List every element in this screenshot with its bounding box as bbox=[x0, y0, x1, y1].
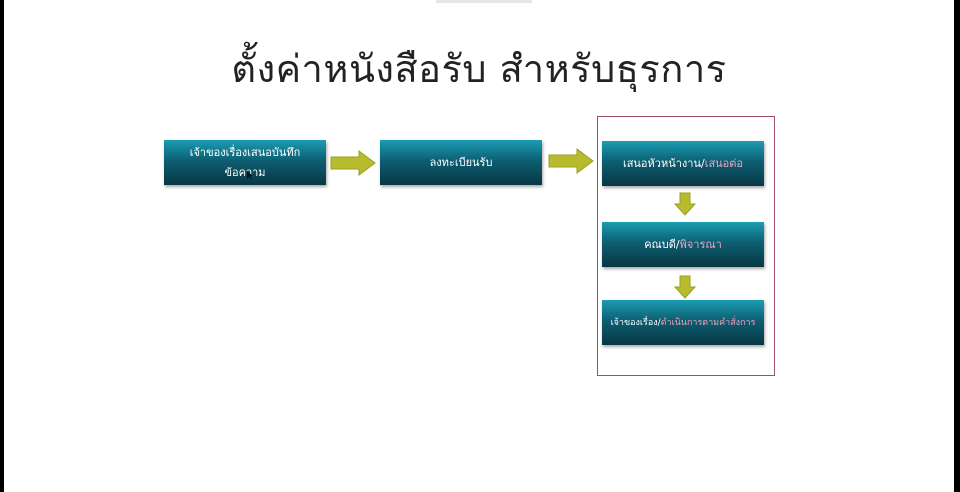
top-edge-mark bbox=[436, 0, 532, 3]
step-dean-label: คณบดี/ bbox=[644, 237, 680, 251]
right-arrow-icon bbox=[330, 150, 376, 176]
flow-step-owner-execute: เจ้าของเรื่อง/ดำเนินการตามคำสั่งการ bbox=[602, 300, 764, 345]
step-submit-memo-line1: เจ้าของเรื่องเสนอบันทึก bbox=[189, 145, 301, 159]
step-owner-highlight: ดำเนินการตามคำสั่งการ bbox=[660, 317, 756, 328]
step-dean-highlight: พิจารณา bbox=[679, 237, 722, 251]
down-arrow-icon bbox=[673, 275, 697, 299]
flow-step-dean-consider: คณบดี/พิจารณา bbox=[602, 222, 764, 267]
slide: ตั้งค่าหนังสือรับ สำหรับธุรการ เจ้าของเร… bbox=[4, 0, 954, 492]
slide-title: ตั้งค่าหนังสือรับ สำหรับธุรการ bbox=[231, 47, 727, 91]
approval-group-frame bbox=[597, 116, 775, 376]
right-arrow-icon bbox=[548, 148, 594, 174]
step-submit-memo-line2: ข้อความ bbox=[224, 165, 266, 179]
step-propose-label: เสนอหัวหน้างาน/ bbox=[622, 156, 705, 170]
step-owner-label: เจ้าของเรื่อง/ bbox=[610, 317, 661, 328]
mouse-pointer-icon bbox=[247, 171, 253, 179]
flow-step-propose-supervisor: เสนอหัวหน้างาน/เสนอต่อ bbox=[602, 141, 764, 186]
down-arrow-icon bbox=[673, 192, 697, 216]
step-register-label: ลงทะเบียนรับ bbox=[429, 155, 493, 169]
step-propose-highlight: เสนอต่อ bbox=[704, 156, 744, 170]
flow-step-submit-memo: เจ้าของเรื่องเสนอบันทึก ข้อความ bbox=[164, 140, 326, 185]
flow-step-register-receive: ลงทะเบียนรับ bbox=[380, 140, 542, 185]
